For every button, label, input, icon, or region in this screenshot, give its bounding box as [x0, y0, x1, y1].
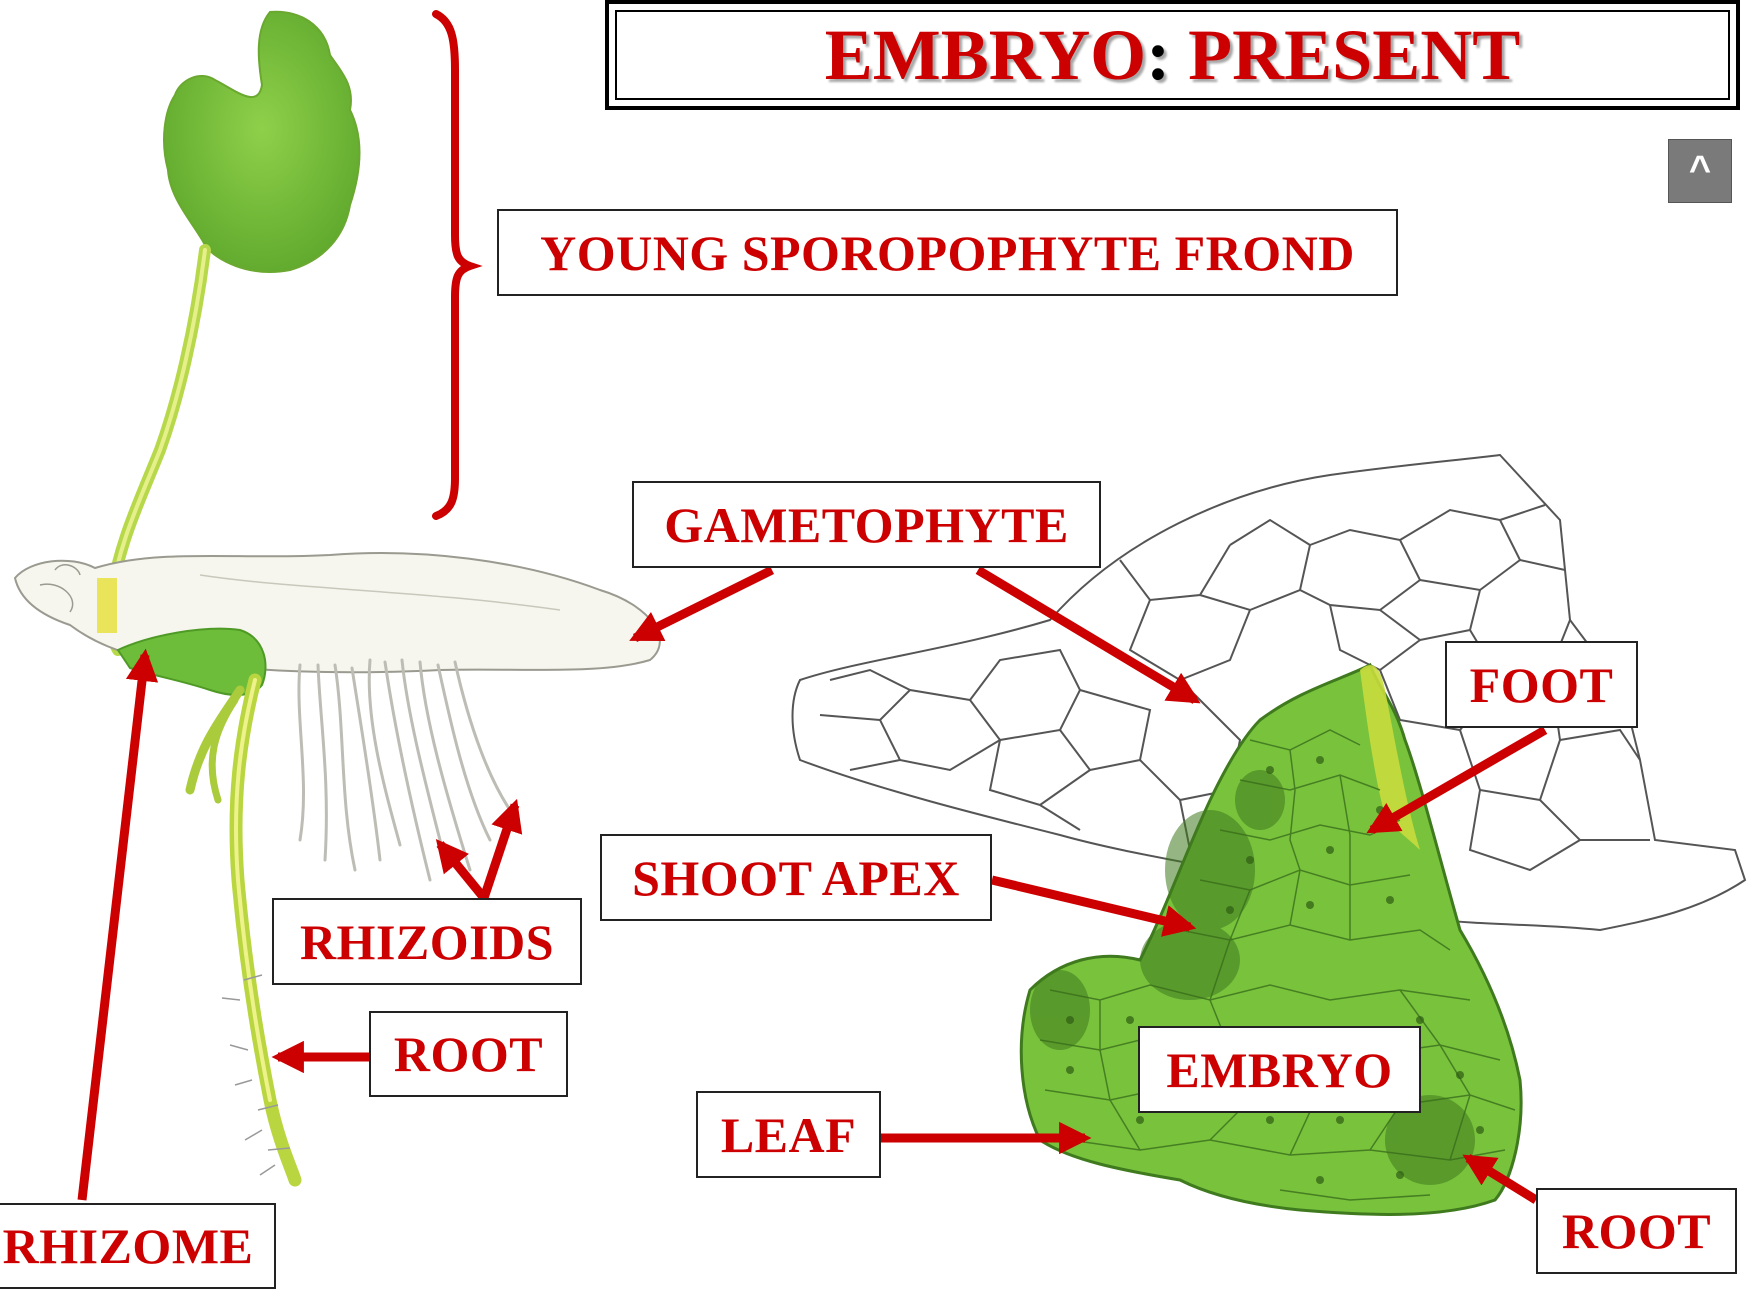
label-rhizoids: RHIZOIDS — [272, 898, 582, 985]
label-foot: FOOT — [1445, 641, 1638, 728]
label-shoot-apex: SHOOT APEX — [600, 834, 992, 921]
arrow-rhizoids-a — [440, 844, 484, 898]
title-present: PRESENT — [1188, 14, 1520, 97]
title-embryo: EMBRYO — [825, 14, 1146, 97]
page-title: EMBRYO: PRESENT — [615, 10, 1730, 100]
label-gametophyte: GAMETOPHYTE — [632, 481, 1101, 568]
scroll-top-button[interactable]: ^ — [1668, 139, 1732, 203]
frond-blade — [164, 12, 359, 272]
label-root-left: ROOT — [369, 1011, 568, 1097]
arrow-shoot-apex — [992, 880, 1190, 927]
label-leaf: LEAF — [696, 1091, 881, 1178]
frond-brace — [436, 14, 470, 516]
arrow-gametophyte-left — [635, 570, 772, 638]
rhizoid-hairs — [299, 660, 510, 880]
title-colon: : — [1146, 14, 1170, 97]
arrow-rhizoids-b — [484, 805, 515, 898]
label-embryo: EMBRYO — [1138, 1026, 1421, 1113]
label-root-right: ROOT — [1536, 1188, 1737, 1274]
arrow-rhizome — [82, 655, 145, 1200]
sporophyte-plant-illustration — [15, 12, 660, 1180]
title-box: EMBRYO: PRESENT — [605, 0, 1740, 110]
label-young-sporophyte-frond: YOUNG SPOROPOPHYTE FROND — [497, 209, 1398, 296]
label-rhizome: RHIZOME — [0, 1203, 276, 1289]
